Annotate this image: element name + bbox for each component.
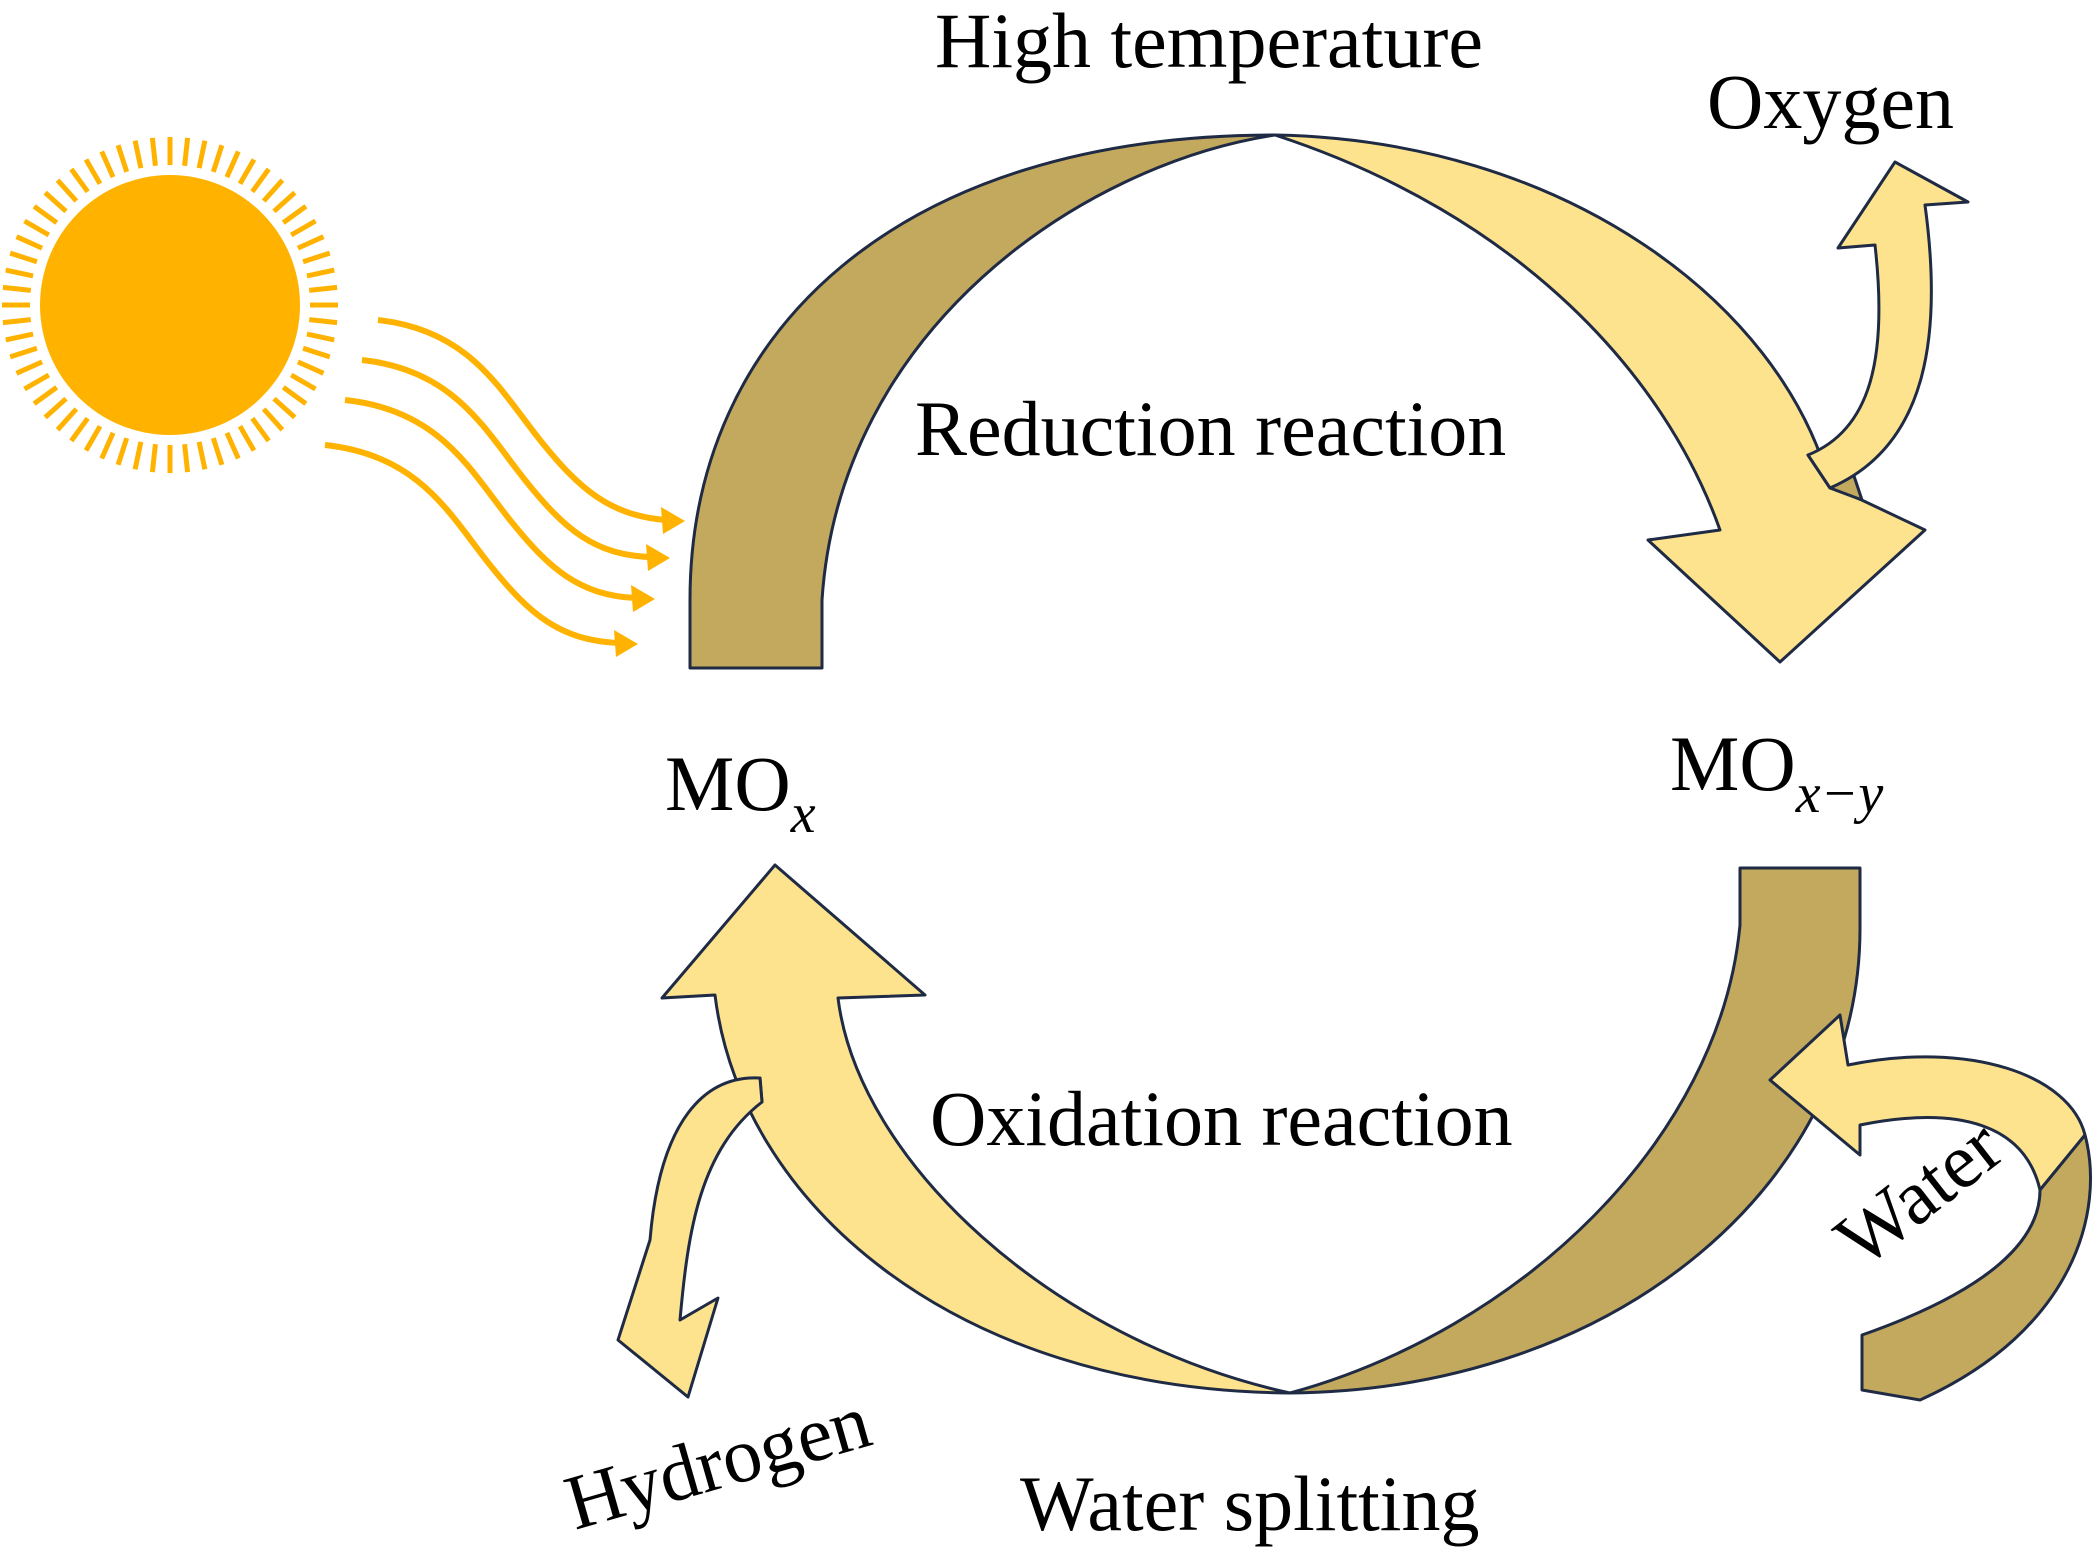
sun-ray	[281, 204, 308, 225]
sun-ray	[5, 331, 34, 343]
sun-ray	[272, 190, 297, 214]
sun-ray	[9, 345, 38, 360]
label-reduction-reaction: Reduction reaction	[915, 385, 1506, 472]
sun-ray	[2, 284, 32, 293]
sun-disc	[40, 175, 300, 435]
sun-ray	[5, 267, 34, 279]
sun-ray	[23, 218, 51, 238]
hydrogen-release-arrow	[616, 1076, 764, 1399]
sun-ray	[272, 396, 297, 420]
sun-ray	[306, 331, 335, 343]
sun-ray	[261, 178, 285, 203]
sun-ray	[43, 190, 68, 214]
oxygen-release-arrow	[1806, 160, 1970, 502]
oxidation-arc-light-half	[660, 863, 1292, 1395]
sun-ray	[99, 431, 116, 460]
label-mox-subscript: x	[790, 783, 816, 845]
sun-ray	[250, 167, 271, 194]
sun-ray	[296, 359, 325, 376]
sun-ray	[182, 443, 191, 473]
oxygen-arrow-body	[1806, 160, 1970, 490]
sun-icon	[2, 137, 338, 473]
label-mox-base: MO	[665, 740, 791, 827]
sun-ray	[32, 385, 59, 406]
label-moxy-subscript: x−y	[1795, 763, 1884, 825]
sun-ray	[15, 359, 44, 376]
sunlight-arrowhead-3	[631, 585, 655, 612]
sun-ray	[69, 416, 90, 443]
sunlight-waves	[324, 317, 685, 657]
sun-ray	[55, 407, 79, 432]
sun-ray	[210, 437, 225, 466]
sun-ray	[196, 140, 208, 169]
sun-ray	[296, 234, 325, 251]
water-input-arrow	[1768, 1013, 2092, 1402]
sunlight-wave-2	[361, 357, 651, 560]
label-moxy-base: MO	[1670, 720, 1796, 807]
sun-ray	[83, 424, 103, 452]
water-arrow-tail	[1860, 1133, 2092, 1402]
sunlight-wave-4	[324, 442, 619, 646]
sun-ray	[43, 396, 68, 420]
sun-ray	[132, 140, 144, 169]
sun-ray	[132, 441, 144, 470]
reduction-arc-light-half	[1273, 133, 1927, 664]
sun-ray	[182, 137, 191, 167]
sun-ray	[15, 234, 44, 251]
hydrogen-arrow-body	[616, 1076, 764, 1399]
sun-ray	[289, 372, 317, 392]
label-hydrogen: Hydrogen	[556, 1377, 880, 1547]
sun-ray	[302, 250, 331, 265]
sun-ray	[224, 150, 241, 179]
sunlight-arrowhead-4	[614, 630, 638, 657]
sun-ray	[69, 167, 90, 194]
label-oxidation-reaction: Oxidation reaction	[930, 1075, 1513, 1162]
sun-ray	[308, 317, 338, 326]
sun-ray	[250, 416, 271, 443]
sun-ray	[281, 385, 308, 406]
sun-ray	[2, 317, 32, 326]
sun-ray	[32, 204, 59, 225]
label-mox: MOx	[665, 740, 816, 845]
sun-ray	[237, 158, 257, 186]
sun-ray	[115, 437, 130, 466]
sun-ray	[261, 407, 285, 432]
sun-rays	[2, 137, 338, 473]
sun-ray	[210, 144, 225, 173]
label-high-temperature: High temperature	[935, 0, 1483, 84]
sun-ray	[237, 424, 257, 452]
label-oxygen: Oxygen	[1707, 58, 1954, 145]
sun-ray	[149, 137, 158, 167]
sun-ray	[149, 443, 158, 473]
sun-ray	[115, 144, 130, 173]
sun-ray	[224, 431, 241, 460]
label-water-splitting: Water splitting	[1020, 1460, 1479, 1547]
sunlight-arrowhead-2	[646, 544, 670, 571]
sunlight-wave-1	[377, 317, 666, 523]
sun-ray	[302, 345, 331, 360]
sunlight-arrowhead-1	[661, 507, 685, 534]
sun-ray	[9, 250, 38, 265]
sun-ray	[83, 158, 103, 186]
sunlight-wave-3	[344, 397, 636, 601]
reduction-arc	[688, 133, 1927, 670]
sun-ray	[308, 284, 338, 293]
sun-ray	[289, 218, 317, 238]
label-moxy: MOx−y	[1670, 720, 1883, 825]
sun-ray	[99, 150, 116, 179]
sun-ray	[306, 267, 335, 279]
sun-ray	[196, 441, 208, 470]
sun-ray	[55, 178, 79, 203]
sun-ray	[23, 372, 51, 392]
